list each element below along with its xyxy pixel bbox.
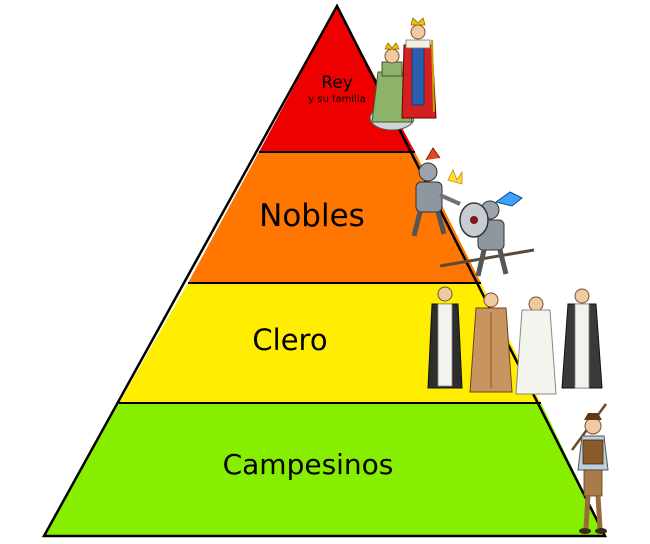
tier-label-rey: Rey — [321, 73, 353, 93]
tier-nobles — [188, 152, 481, 283]
peasant-illustration — [570, 403, 609, 534]
tier-label-campesinos: Campesinos — [223, 448, 394, 481]
tier-label-nobles: Nobles — [259, 198, 365, 234]
knights-fighting-illustration — [411, 147, 535, 277]
king-and-queen-illustration — [369, 17, 437, 131]
tier-label-clero: Clero — [252, 323, 327, 357]
tier-campesinos — [44, 403, 605, 536]
tier-sublabel-rey: y su familia — [308, 94, 366, 105]
pyramid-outline — [41, 3, 608, 538]
monks-illustration — [427, 286, 603, 395]
